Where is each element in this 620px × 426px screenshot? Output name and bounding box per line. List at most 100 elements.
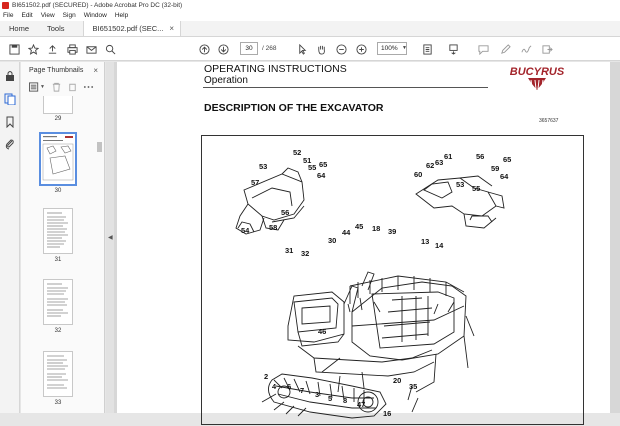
menu-sign[interactable]: Sign [62,12,76,19]
delete-trash-icon[interactable] [51,82,62,92]
callout-label: 32 [301,249,310,258]
select-cursor-icon[interactable] [296,43,308,55]
callout-label: 56 [281,208,290,217]
callout-label: 56 [476,152,485,161]
close-icon[interactable]: × [93,65,98,75]
callout-label: 31 [285,246,294,255]
menu-help[interactable]: Help [114,12,129,19]
brand-text: BUCYRUS [510,66,565,78]
print-icon[interactable] [66,43,78,55]
lock-icon[interactable] [4,70,16,82]
callout-label: 3 [315,390,320,399]
drawing-id: 3657637 [539,118,559,124]
fit-page-icon[interactable] [421,43,433,55]
page-thumbnail-29[interactable] [43,96,73,114]
callout-label: 63 [435,158,444,167]
callout-label: 53 [456,180,465,189]
tab-tools[interactable]: Tools [47,24,65,33]
hand-tool-icon[interactable] [315,43,327,55]
previous-page-icon[interactable] [198,43,210,55]
tab-document-label: BI651502.pdf (SEC... [92,24,164,33]
zoom-level-field[interactable]: 100% [377,42,407,55]
close-icon[interactable]: × [169,24,175,33]
collapse-panel-arrow-icon[interactable]: ◀ [108,235,113,241]
comment-icon[interactable] [477,43,489,55]
callout-label: 44 [342,228,351,237]
search-icon[interactable] [104,43,116,55]
tab-home[interactable]: Home [9,24,30,33]
zoom-in-icon[interactable] [355,43,367,55]
scrollbar-thumb[interactable] [97,142,102,152]
bucyrus-logo: BUCYRUS [502,64,572,94]
left-navigation-rail [0,62,20,413]
callout-label: 16 [383,409,392,418]
callout-label: 18 [372,224,381,233]
callout-label: 55 [472,184,481,193]
attachments-paperclip-icon[interactable] [4,138,16,150]
zoom-out-icon[interactable] [335,43,347,55]
callout-label: 20 [393,376,402,385]
acrobat-app-icon [2,1,9,9]
bookmark-star-icon[interactable] [27,43,39,55]
draw-signature-icon[interactable] [520,43,532,55]
callout-label: 5 [328,394,333,403]
callout-label: 46 [318,327,327,336]
section-title: DESCRIPTION OF THE EXCAVATOR [204,102,384,114]
thumbnails-toolbar: ▼ [21,78,104,95]
callout-label: 58 [269,223,278,232]
menu-window[interactable]: Window [83,12,107,19]
header-title: OPERATING INSTRUCTIONS [204,63,347,75]
thumbnail-options-icon[interactable] [29,81,40,92]
thumbnail-page-label: 30 [54,188,62,194]
more-options-icon[interactable] [83,82,94,92]
callout-label: 54 [241,226,250,235]
page-thumbnail-30[interactable] [39,132,77,186]
rotate-page-icon[interactable] [67,82,78,92]
menu-file[interactable]: File [3,12,14,19]
share-icon[interactable] [541,43,553,55]
callout-label: 14 [435,241,444,250]
save-icon[interactable] [8,43,20,55]
chevron-down-icon[interactable]: ▼ [40,83,45,90]
callout-label: 65 [503,155,512,164]
menu-edit[interactable]: Edit [21,12,33,19]
page-number-input[interactable]: 30 [240,42,258,55]
callout-label: 6 [287,382,292,391]
tab-document[interactable]: BI651502.pdf (SEC... × [82,21,182,36]
callout-label: 55 [308,163,317,172]
callout-label: 64 [500,172,509,181]
page-thumbnails-icon[interactable] [4,93,16,106]
email-icon[interactable] [85,43,97,55]
page-thumbnail-33[interactable] [43,351,73,397]
callout-label: 47 [357,400,366,409]
menu-view[interactable]: View [40,12,55,19]
tab-bar: Home Tools BI651502.pdf (SEC... × [0,21,620,37]
callout-label: 60 [414,170,423,179]
page-thumbnail-32[interactable] [43,279,73,325]
chevron-down-icon[interactable]: ▼ [402,45,407,51]
callout-label: 35 [409,382,418,391]
scroll-mode-icon[interactable] [447,43,459,55]
highlight-pen-icon[interactable] [499,43,511,55]
page-total: / 268 [262,45,277,52]
upload-icon[interactable] [46,43,58,55]
thumbnails-scrollbar[interactable] [97,102,102,407]
callout-label: 61 [444,152,453,161]
callout-label: 30 [328,236,337,245]
thumbnails-panel-title: Page Thumbnails [29,66,84,74]
callout-label: 57 [251,178,260,187]
next-page-icon[interactable] [217,43,229,55]
window-title: BI651502.pdf (SECURED) - Adobe Acrobat P… [12,1,183,9]
panel-splitter[interactable]: ◀ [106,62,114,413]
thumbnail-page-label: 33 [54,400,62,406]
menu-bar: File Edit View Sign Window Help [0,10,620,21]
bookmarks-icon[interactable] [4,116,16,129]
excavator-illustration [235,167,505,419]
callout-label: 52 [293,148,302,157]
callout-label: 2 [264,372,269,381]
callout-label: 7 [300,386,305,395]
page-thumbnail-31[interactable] [43,208,73,254]
document-viewport[interactable]: OPERATING INSTRUCTIONS Operation BUCYRUS… [114,62,620,425]
callout-label: 59 [491,164,500,173]
header-divider [203,87,488,88]
